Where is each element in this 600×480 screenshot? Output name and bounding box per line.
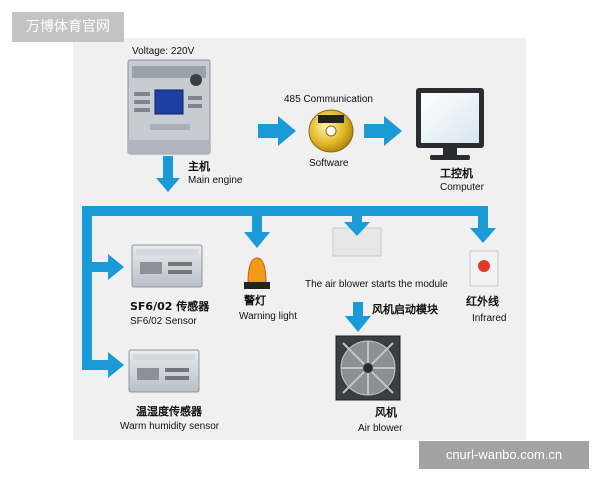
infrared-detector-icon [469, 250, 499, 287]
air-blower-fan-icon [335, 335, 401, 401]
bus-horizontal [82, 206, 488, 216]
warning-light-title-cn: 警灯 [244, 294, 266, 307]
sf6-sensor-title-cn: SF6/02 传感器 [130, 300, 210, 313]
warning-light-title-en: Warning light [239, 311, 297, 322]
main-engine-title-cn: 主机 [188, 160, 210, 173]
air-blower-title-en: Air blower [358, 423, 403, 434]
connection-lines [82, 116, 496, 378]
voltage-label: Voltage: 220V [132, 46, 195, 57]
arrow-engine-down [156, 156, 180, 192]
bus-left-vertical [82, 206, 92, 368]
humidity-sensor-title-cn: 温湿度传感器 [136, 405, 202, 418]
watermark-bottom-right: cnurl-wanbo.com.cn [419, 441, 589, 469]
infrared-title-cn: 红外线 [466, 295, 499, 308]
sf6-sensor-device [131, 244, 203, 288]
arrow-to-infrared [470, 216, 496, 243]
arrow-to-humidity-sensor [82, 352, 124, 378]
arrow-engine-to-software [258, 116, 296, 146]
arrow-module-to-blower [345, 302, 371, 332]
arrow-to-sf6-sensor [82, 254, 124, 280]
communication-label: 485 Communication [284, 94, 373, 105]
humidity-sensor-title-en: Warm humidity sensor [120, 421, 220, 432]
blower-module-label: The air blower starts the module [305, 279, 448, 290]
main-engine-device [127, 59, 211, 155]
air-blower-title-cn: 风机 [375, 406, 397, 419]
arrow-software-to-computer [364, 116, 402, 146]
warning-light-icon [244, 257, 270, 289]
arrow-to-blower-module [344, 216, 370, 236]
software-label: Software [309, 158, 349, 169]
infrared-title-en: Infrared [472, 313, 507, 324]
watermark-top-left: 万博体育官网 [12, 12, 124, 42]
arrow-to-warning-light [244, 216, 270, 248]
computer-title-cn: 工控机 [440, 167, 473, 180]
main-engine-title-en: Main engine [188, 175, 243, 186]
humidity-sensor-device [128, 349, 200, 393]
blower-module-title-cn: 风机启动模块 [372, 303, 438, 316]
computer-title-en: Computer [440, 182, 484, 193]
software-disc-icon [308, 109, 354, 153]
computer-monitor-icon [416, 88, 484, 160]
sf6-sensor-title-en: SF6/02 Sensor [130, 316, 197, 327]
